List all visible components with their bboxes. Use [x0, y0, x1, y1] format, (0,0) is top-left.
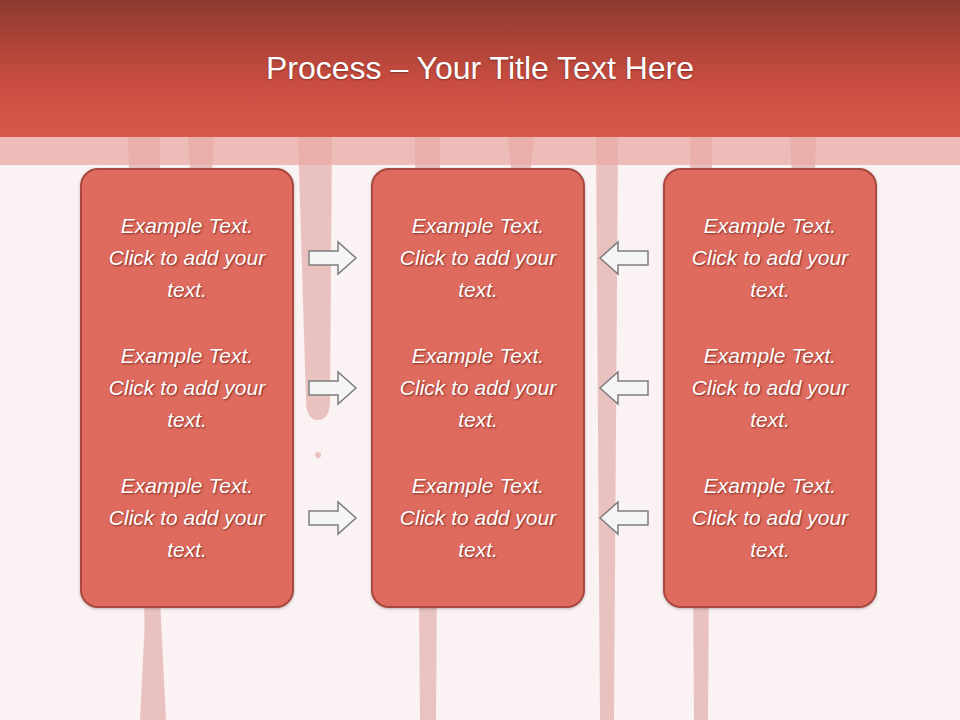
box-text: Example Text. Click to add your text. — [398, 470, 558, 566]
box-text: Example Text. Click to add your text. — [690, 210, 850, 306]
header-stripe — [0, 137, 960, 165]
process-box: Example Text. Click to add your text. Exa… — [80, 168, 294, 608]
box-text: Example Text. Click to add your text. — [398, 210, 558, 306]
block-arrow — [600, 372, 648, 404]
box-text: Example Text. Click to add your text. — [107, 470, 267, 566]
process-box: Example Text. Click to add your text. Exa… — [663, 168, 877, 608]
box-text: Example Text. Click to add your text. — [690, 340, 850, 436]
box-text: Example Text. Click to add your text. — [398, 340, 558, 436]
process-box: Example Text. Click to add your text. Exa… — [371, 168, 585, 608]
block-arrow — [309, 372, 356, 404]
block-arrow — [600, 502, 648, 534]
header-band — [0, 0, 960, 137]
box-text: Example Text. Click to add your text. — [690, 470, 850, 566]
box-text: Example Text. Click to add your text. — [107, 210, 267, 306]
block-arrow — [309, 242, 356, 274]
slide-title-bar: Process – Your Title Text Here — [0, 0, 960, 137]
slide-title: Process – Your Title Text Here — [266, 50, 694, 87]
block-arrow — [309, 502, 356, 534]
block-arrow — [600, 242, 648, 274]
box-text: Example Text. Click to add your text. — [107, 340, 267, 436]
